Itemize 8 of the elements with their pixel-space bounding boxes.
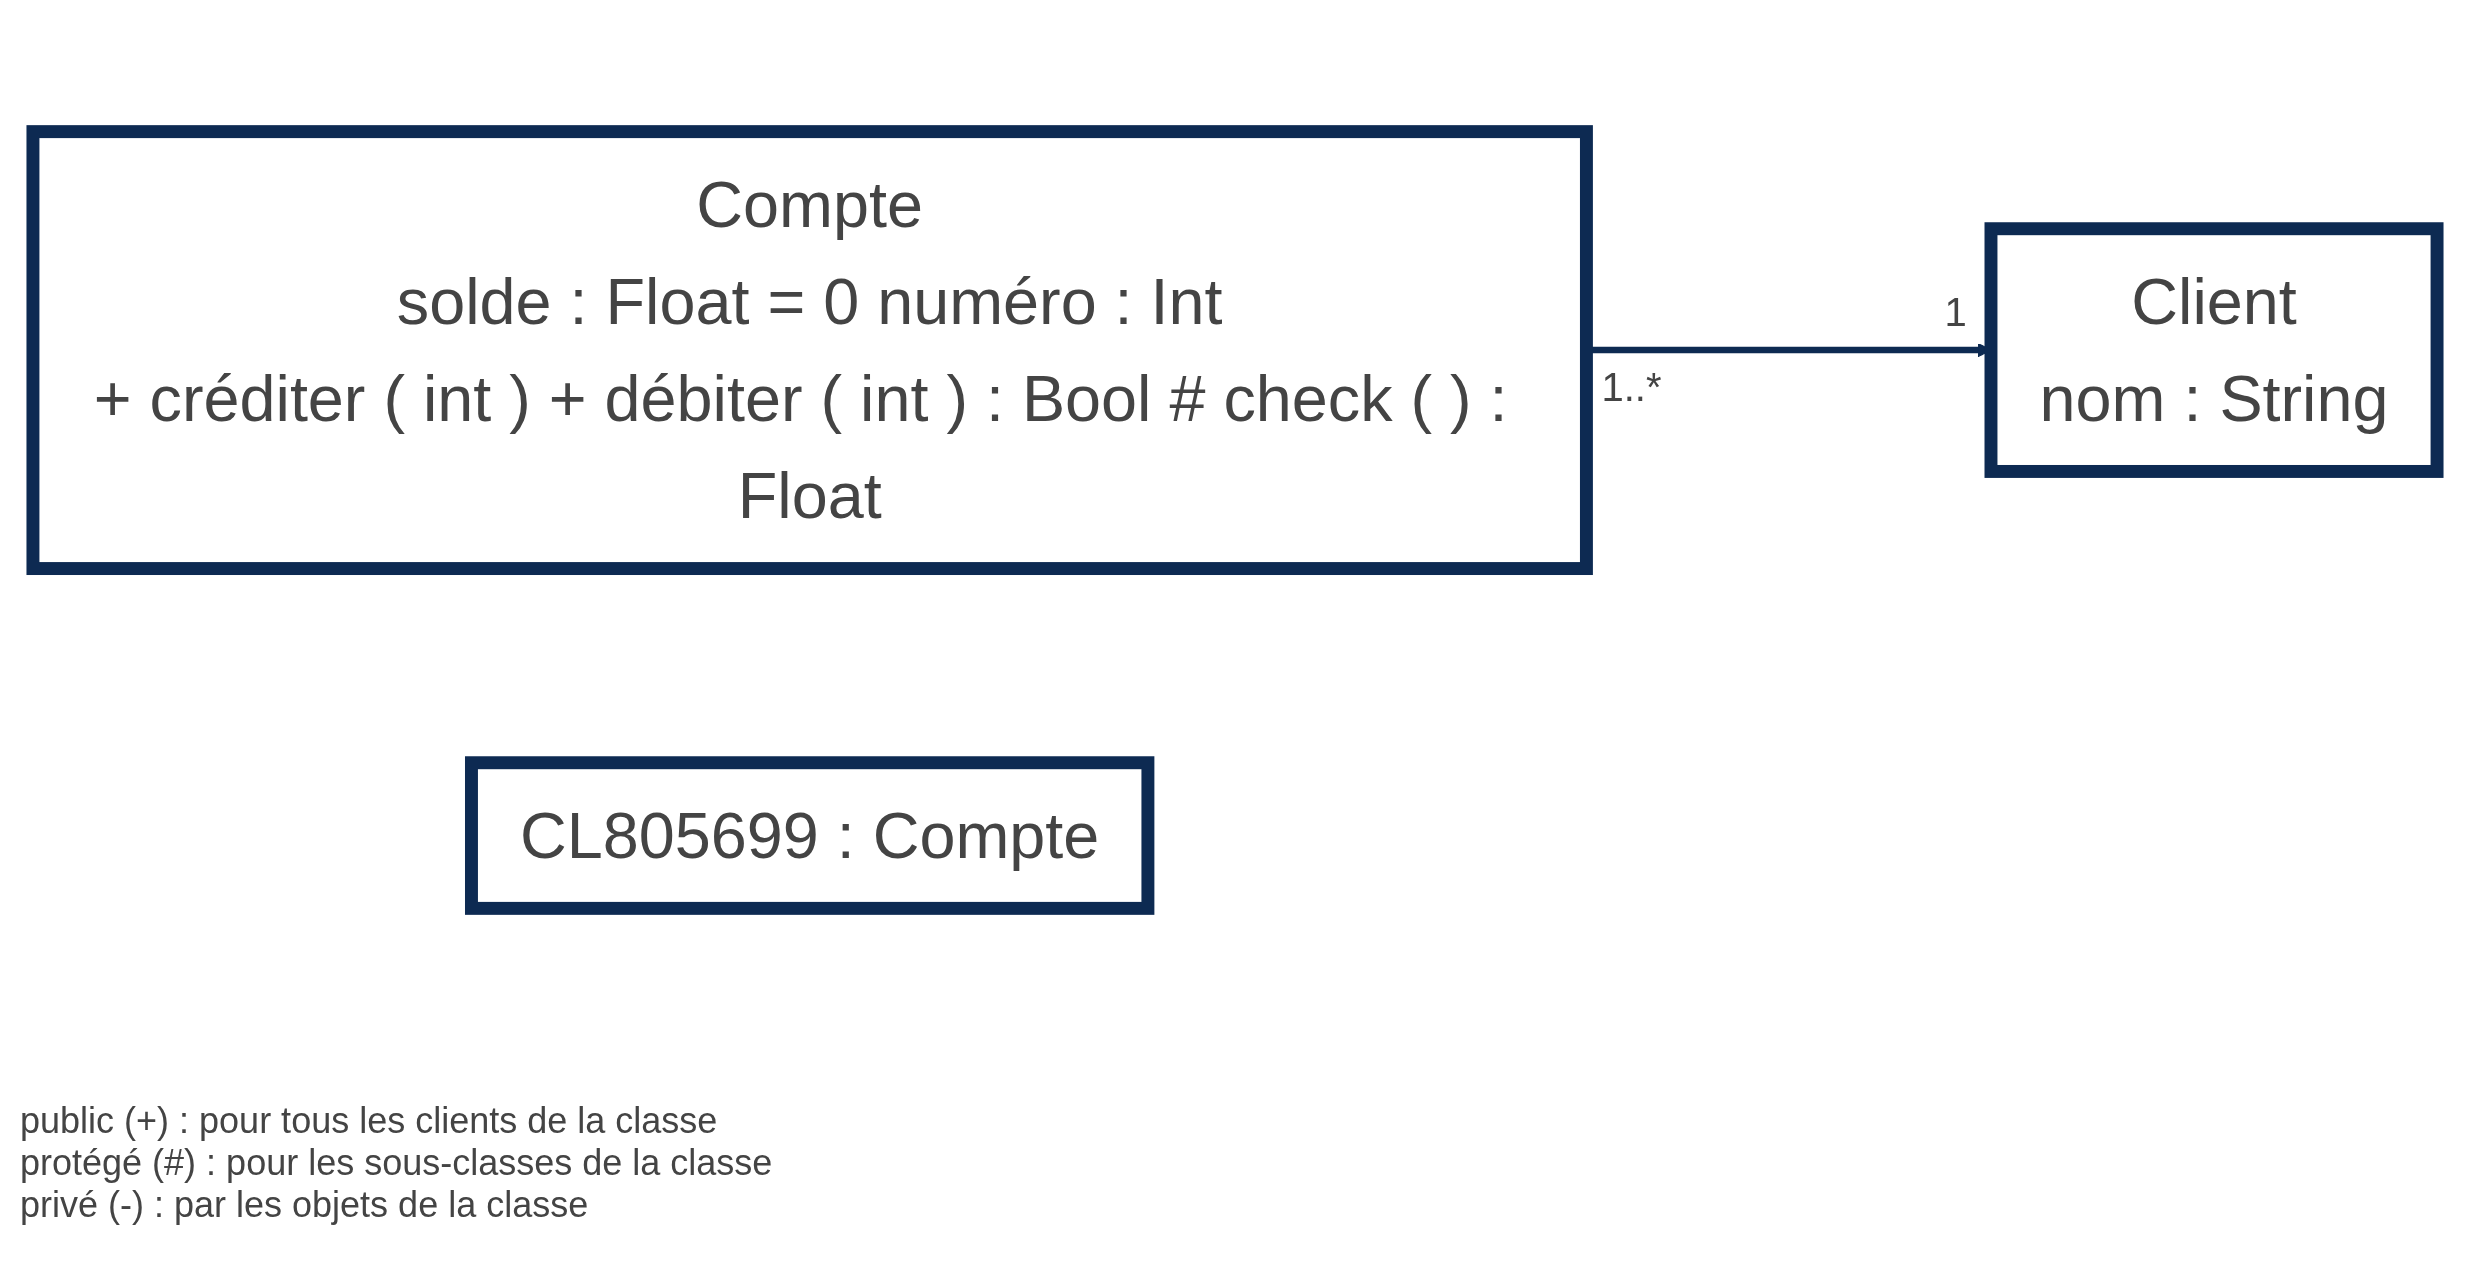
node-box: Client nom : String (1984, 222, 2444, 478)
node-box: Compte solde : Float = 0 numéro : Int + créditer ( int ) + débiter ( int ) : Bool # check ( ) : Float (26, 125, 1593, 576)
multiplicity-label: 1 (1944, 290, 1967, 336)
multiplicity-label: 1..* (1601, 365, 1662, 411)
note-text: privé (-) : par les objets de la classe (20, 1184, 590, 1226)
node-box: CL805699 : Compte (465, 756, 1155, 915)
note-text: public (+) : pour tous les clients de la classe (20, 1100, 719, 1142)
note-text: protégé (#) : pour les sous-classes de la classe (20, 1142, 773, 1184)
